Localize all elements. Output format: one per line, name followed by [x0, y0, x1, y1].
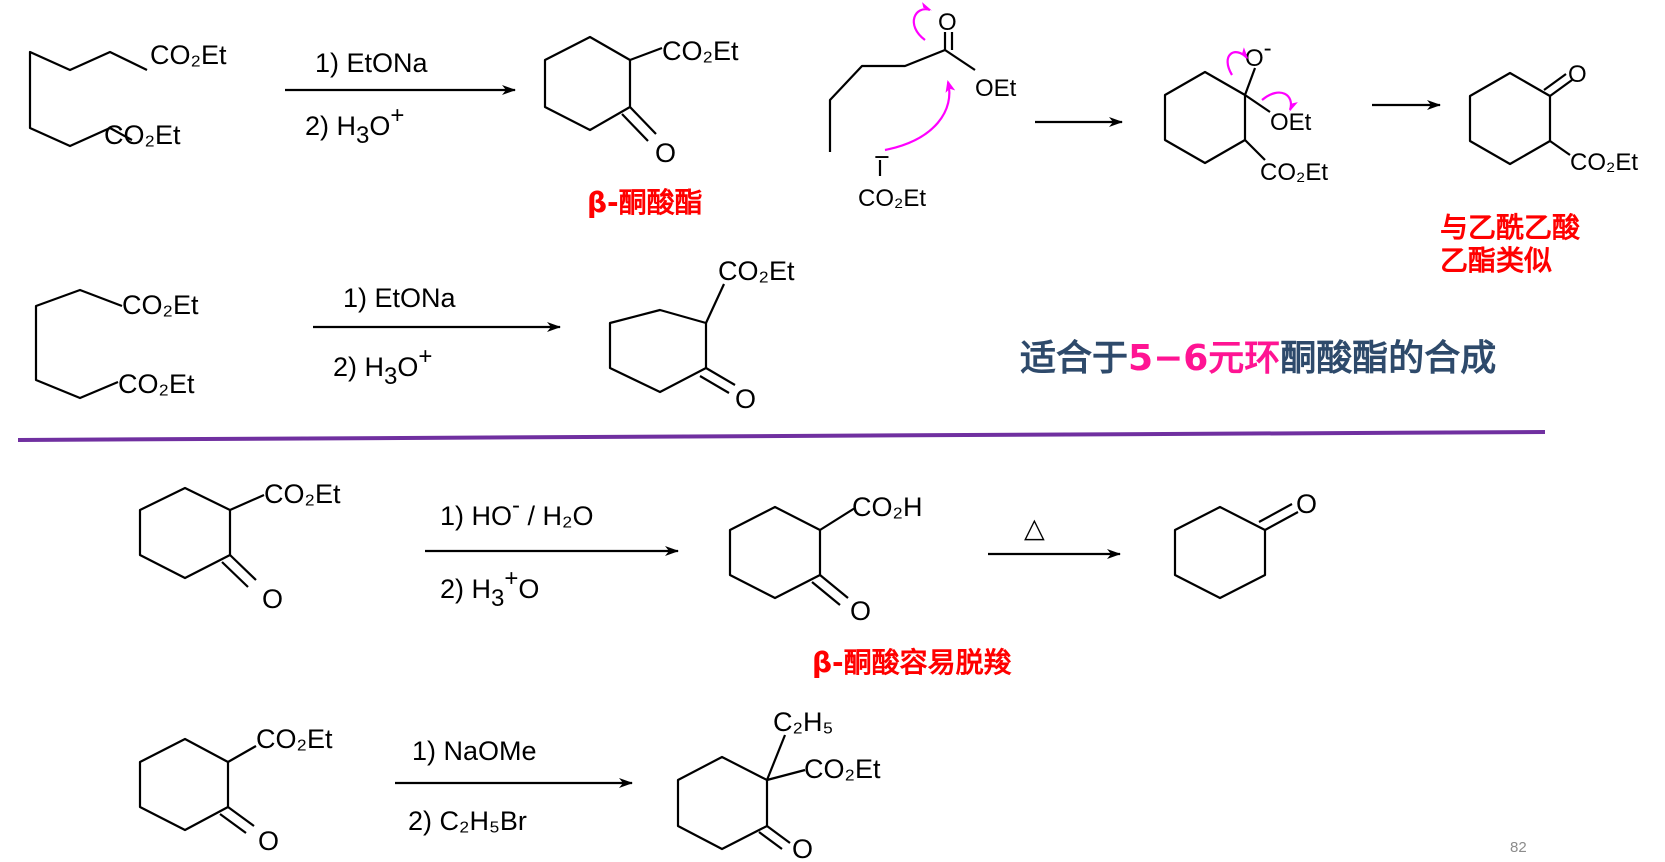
reaction-2: CO₂Et CO₂Et 1) EtONa 2) H3O+ CO₂Et O: [34, 256, 795, 414]
carbonyl-bond: [811, 581, 841, 606]
condition-2: 2) H3O+: [333, 343, 432, 390]
label-decarboxylation: β-酮酸容易脱羧: [812, 646, 1012, 679]
bond: [1244, 94, 1271, 113]
carbonyl-bond: [629, 106, 657, 135]
bond: [1543, 73, 1567, 91]
alkoxide-o: O-: [1245, 35, 1272, 72]
keto-acid-ring: [728, 505, 822, 600]
bond: [229, 493, 265, 512]
carbonyl-bond: [699, 375, 730, 394]
condition-2: 2) H3O+: [305, 102, 404, 149]
section-divider: [17, 430, 1546, 442]
condition-1: 1) HO- / H₂O: [440, 492, 594, 531]
chain: [828, 48, 946, 152]
curved-arrow-nucleophile: [884, 80, 956, 152]
product-o: O: [792, 834, 813, 862]
carbonyl-bond: [758, 831, 783, 850]
cyclopentane-ring: [608, 308, 708, 394]
condition-2: 2) H3+O: [440, 565, 539, 612]
carbonyl-bond: [229, 554, 257, 581]
carbonyl-bond: [705, 367, 736, 386]
curved-arrow-reform: [1226, 47, 1249, 76]
curved-arrow-pi-bond: [912, 2, 932, 41]
product-ester: CO₂Et: [662, 36, 739, 66]
carbonyl-o: O: [735, 384, 756, 414]
page-number: 82: [1510, 839, 1527, 856]
bond: [944, 49, 976, 71]
cyclohexane-ring: [138, 737, 230, 832]
carbonyl-bond: [1258, 503, 1293, 523]
carbonyl-bond: [227, 806, 255, 827]
summary-part3: 酮酸酯的合成: [1280, 338, 1496, 379]
cyclohexanone-o: O: [1296, 489, 1317, 519]
carbonyl-bond: [221, 561, 249, 588]
carbanion-charge: −: [874, 142, 890, 172]
carbonyl-o: O: [938, 9, 957, 36]
carbonyl-o: O: [655, 138, 676, 168]
carbonyl-bond: [219, 813, 247, 834]
mechanism: O OEt − CO₂Et O- OEt CO₂Et O CO₂Et 与乙酰乙酸…: [828, 2, 1638, 277]
product-ester: CO₂Et: [718, 256, 795, 286]
condition-2: 2) C₂H₅Br: [408, 806, 527, 836]
diester-chain: [28, 50, 148, 148]
reactant-o: O: [258, 826, 279, 856]
reaction-4: CO₂Et O 1) NaOMe 2) C₂H₅Br C₂H₅ CO₂Et O: [138, 707, 881, 862]
reactant-ester-top: CO₂Et: [150, 40, 227, 70]
label-similar-line1: 与乙酰乙酸: [1440, 211, 1581, 244]
tetrahedral-ring: [1163, 70, 1247, 165]
label-beta-keto-ester: β-酮酸酯: [587, 186, 703, 219]
reactant-o: O: [262, 584, 283, 614]
intermediate-oet: OEt: [1270, 109, 1312, 136]
reaction-3: CO₂Et O 1) HO- / H₂O 2) H3+O CO₂H O β-酮酸…: [138, 479, 1317, 679]
label-similar-line2: 乙酯类似: [1440, 244, 1552, 277]
carbonyl-bond: [621, 113, 649, 142]
product-ester: CO₂Et: [1570, 149, 1638, 176]
product-ester: CO₂Et: [804, 754, 881, 784]
carbonyl-bond: [1264, 511, 1299, 531]
condition-1: 1) NaOMe: [412, 736, 537, 766]
ethyl-group: C₂H₅: [773, 707, 833, 737]
bond: [1243, 67, 1257, 96]
carbanion-ester: CO₂Et: [858, 185, 926, 212]
ethoxy: OEt: [975, 75, 1017, 102]
carboxylic-acid: CO₂H: [852, 492, 922, 522]
summary-part2: 5−6元环: [1128, 338, 1280, 379]
curved-arrow-leave: [1261, 91, 1298, 112]
condition-1: 1) EtONa: [343, 283, 457, 313]
reactant-ester: CO₂Et: [264, 479, 341, 509]
condition-1: 1) EtONa: [315, 48, 429, 78]
cyclohexanone-ring: [1173, 505, 1267, 600]
cyclohexane-ring: [138, 486, 232, 580]
alkylated-ring: [676, 755, 769, 851]
reactant-ester-top: CO₂Et: [122, 290, 199, 320]
bond: [629, 46, 663, 62]
carbonyl-bond: [819, 574, 849, 599]
reactant-ester: CO₂Et: [256, 724, 333, 754]
carbonyl-bond: [766, 825, 791, 844]
heat-symbol: △: [1024, 513, 1045, 543]
reactant-ester-bottom: CO₂Et: [104, 120, 181, 150]
bond: [1549, 140, 1571, 156]
bond: [1549, 79, 1573, 97]
cyclohexane-ring: [543, 35, 632, 132]
reactant-ester-bottom: CO₂Et: [118, 369, 195, 399]
acid-carbonyl-o: O: [850, 596, 871, 626]
product-carbonyl-o: O: [1568, 61, 1587, 88]
bond: [705, 283, 725, 324]
bond: [819, 507, 856, 531]
bond: [1244, 139, 1266, 161]
bond: [227, 745, 257, 763]
product-ring: [1468, 71, 1552, 166]
summary-part1: 适合于: [1020, 338, 1128, 379]
diester-chain: [34, 288, 123, 400]
reaction-1: CO₂Et CO₂Et 1) EtONa 2) H3O+ CO₂Et O β-酮…: [28, 35, 739, 219]
intermediate-ester: CO₂Et: [1260, 159, 1328, 186]
summary-statement: 适合于5−6元环酮酸酯的合成: [1020, 338, 1496, 379]
bond: [766, 768, 806, 782]
bond: [765, 734, 787, 781]
